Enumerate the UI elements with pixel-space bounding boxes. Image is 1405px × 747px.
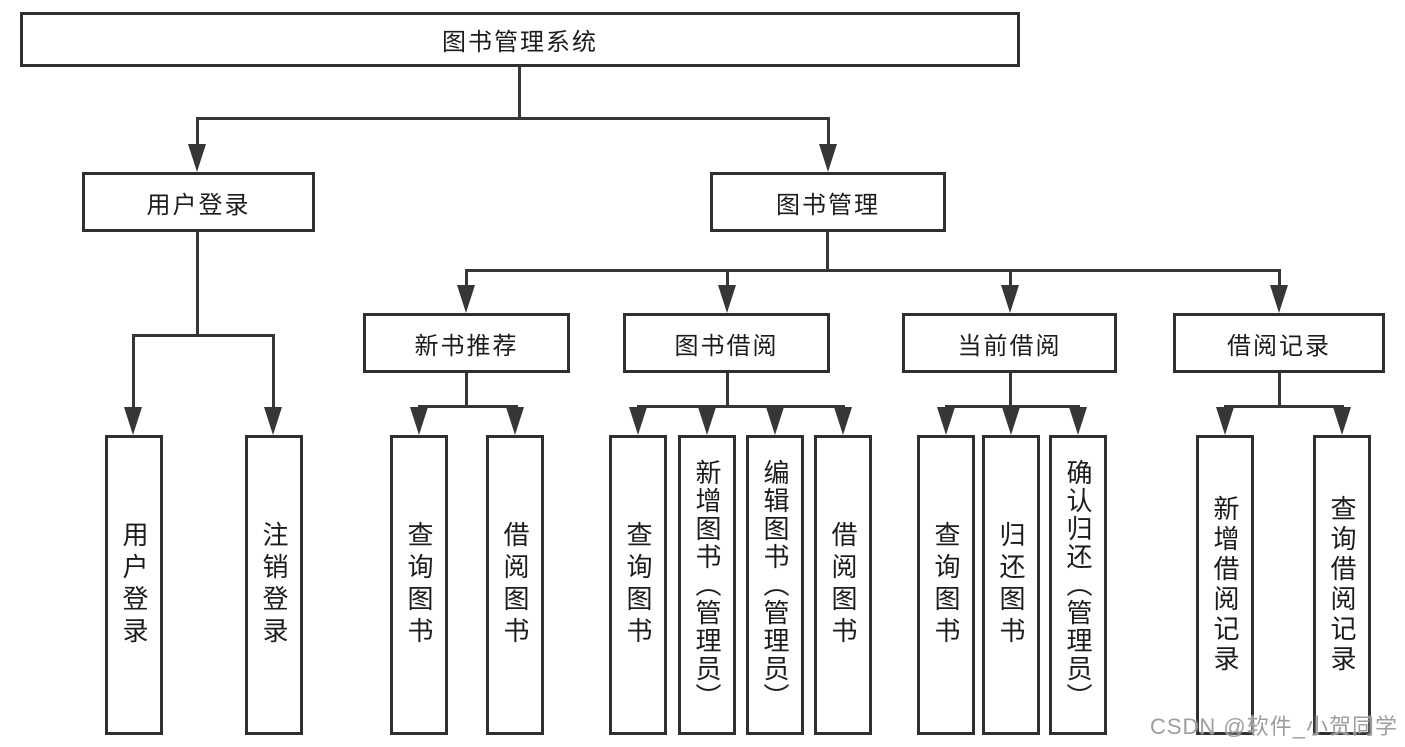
node-user-login-leaf: 用户登录	[105, 435, 163, 735]
connector-new-book-stub	[465, 373, 468, 408]
connector-user-login-branch	[132, 334, 275, 337]
connector-drop-user-login	[196, 117, 199, 147]
node-borrow-books-2: 借阅图书	[814, 435, 872, 735]
connector-drop-login-leaf	[132, 334, 135, 409]
node-book-borrowing: 图书借阅	[623, 313, 830, 373]
node-query-books-3: 查询图书	[917, 435, 975, 735]
connector-drop-book-borrow	[726, 269, 729, 288]
node-query-books-2: 查询图书	[609, 435, 667, 735]
connector-borrow-records-branch	[1224, 405, 1344, 408]
arrowhead-query-books-2	[629, 407, 647, 435]
arrowhead-login-leaf	[124, 407, 142, 435]
connector-borrow-records-stub	[1278, 373, 1281, 408]
node-edit-books-admin: 编辑图书（管理员）	[746, 435, 804, 735]
arrowhead-borrow-books-2	[834, 407, 852, 435]
arrowhead-borrow-books-1	[506, 407, 524, 435]
arrowhead-query-borrow-record	[1333, 407, 1351, 435]
node-library-management-system: 图书管理系统	[20, 12, 1020, 67]
node-query-borrow-record: 查询借阅记录	[1313, 435, 1371, 735]
arrowhead-user-login	[188, 144, 206, 172]
connector-drop-borrow-records	[1278, 269, 1281, 288]
arrowhead-confirm-return	[1069, 407, 1087, 435]
node-current-borrowing: 当前借阅	[902, 313, 1117, 373]
connector-drop-book-mgmt	[827, 117, 830, 147]
arrowhead-logout-leaf	[264, 407, 282, 435]
arrowhead-borrow-records	[1270, 285, 1288, 313]
csdn-watermark: CSDN @软件_小贺同学	[1149, 714, 1398, 739]
connector-new-book-branch	[418, 405, 518, 408]
connector-drop-current-borrow	[1009, 269, 1012, 288]
connector-current-borrow-stub	[1009, 373, 1012, 408]
arrowhead-edit-books	[766, 407, 784, 435]
connector-user-login-stub	[196, 232, 199, 335]
arrowhead-return-books	[1002, 407, 1020, 435]
node-query-books-1: 查询图书	[390, 435, 448, 735]
node-add-borrow-record: 新增借阅记录	[1196, 435, 1254, 735]
node-book-management: 图书管理	[710, 172, 946, 232]
node-borrowing-records: 借阅记录	[1173, 313, 1385, 373]
connector-root-stub	[518, 67, 521, 118]
node-logout-leaf: 注销登录	[245, 435, 303, 735]
connector-level3-branch	[465, 269, 1281, 272]
arrowhead-book-mgmt	[819, 144, 837, 172]
arrowhead-book-borrow	[718, 285, 736, 313]
connector-book-mgmt-stub	[826, 232, 829, 272]
node-return-books: 归还图书	[982, 435, 1040, 735]
node-new-book-recommend: 新书推荐	[363, 313, 570, 373]
connector-drop-logout-leaf	[272, 334, 275, 409]
connector-current-borrow-branch	[945, 405, 1080, 408]
arrowhead-add-borrow-record	[1216, 407, 1234, 435]
arrowhead-query-books-3	[937, 407, 955, 435]
arrowhead-query-books-1	[410, 407, 428, 435]
node-add-books-admin: 新增图书（管理员）	[678, 435, 736, 735]
arrowhead-current-borrow	[1001, 285, 1019, 313]
node-borrow-books-1: 借阅图书	[486, 435, 544, 735]
arrowhead-new-book	[457, 285, 475, 313]
connector-book-borrow-branch	[637, 405, 845, 408]
node-user-login: 用户登录	[82, 172, 315, 232]
node-confirm-return-admin: 确认归还（管理员）	[1049, 435, 1107, 735]
connector-book-borrow-stub	[726, 373, 729, 408]
arrowhead-add-books	[698, 407, 716, 435]
connector-drop-new-book	[465, 269, 468, 288]
connector-level2-branch	[196, 117, 830, 120]
